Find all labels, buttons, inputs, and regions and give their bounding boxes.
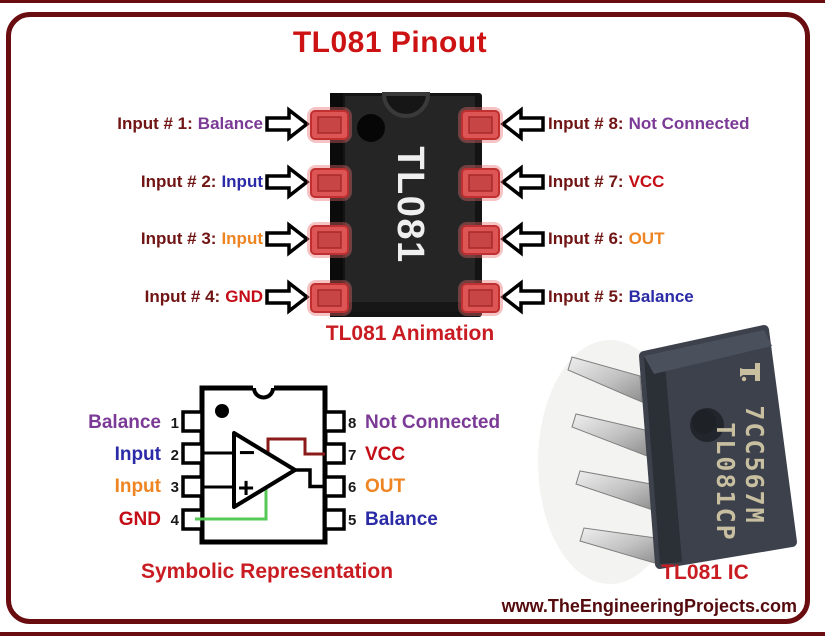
pin-number: 1 <box>171 415 179 432</box>
pin-box-1 <box>181 410 204 433</box>
pin-name: Input # 8: <box>548 114 624 133</box>
pin-name: Input # 4: <box>144 287 221 306</box>
pin-function: Input <box>221 229 263 248</box>
pin-function: Balance <box>197 114 263 133</box>
pin-function: OUT <box>365 476 406 497</box>
pin-function: Not Connected <box>365 412 500 433</box>
pin-function: Balance <box>365 509 438 530</box>
wire-gnd <box>195 488 268 521</box>
pin-number: 6 <box>348 479 356 496</box>
molding-dimple-inner <box>692 410 716 434</box>
pin-function: Balance <box>628 287 694 306</box>
ic-marking-line2: TL081CP <box>711 422 740 541</box>
arrow-right-icon <box>265 106 310 142</box>
website-url: www.TheEngineeringProjects.com <box>501 596 797 616</box>
arrow-left-icon <box>500 164 545 200</box>
pin-name: Input # 5: <box>548 287 624 306</box>
pin-name: Input # 2: <box>140 172 217 191</box>
ic-photo-body: 7CC567M TL081CP <box>639 325 797 569</box>
pin-function: VCC <box>628 172 665 191</box>
pin-name: Input # 1: <box>117 114 193 133</box>
pin-name: Input # 6: <box>548 229 624 248</box>
pin-function: GND <box>225 287 263 306</box>
pin-function: GND <box>119 509 161 530</box>
pin-name: Input # 3: <box>140 229 217 248</box>
opamp-triangle <box>232 431 297 509</box>
pin-function: OUT <box>628 229 665 248</box>
arrow-left-icon <box>500 106 545 142</box>
pin-box-3 <box>181 475 204 498</box>
pin-number: 7 <box>348 447 356 464</box>
pin-highlights <box>307 107 503 316</box>
pin-label-6: Input # 6:OUT <box>548 228 664 250</box>
pin-number: 4 <box>171 512 180 529</box>
pin-number: 3 <box>171 479 179 496</box>
ic-photo: 7CC567M TL081CP <box>538 325 797 584</box>
inverting-input-sign: − <box>239 437 255 468</box>
pin-function: Input <box>115 476 162 497</box>
pin-function: Input <box>221 172 263 191</box>
pin-box-5 <box>323 508 346 531</box>
arrow-right-icon <box>265 279 310 315</box>
pin-label-1: Input # 1:Balance <box>117 113 263 135</box>
pin-number: 2 <box>171 447 179 464</box>
pin-box-8 <box>323 410 346 433</box>
pin-label-4: Input # 4:GND <box>145 286 263 308</box>
pin-label-2: Input # 2:Input <box>141 171 263 193</box>
ti-logo-icon <box>740 363 760 382</box>
wire-vcc <box>266 437 325 456</box>
dip8-chip-graphic: TL081 <box>307 92 503 317</box>
ic-marking-line1: 7CC567M <box>740 405 769 524</box>
arrow-left-icon <box>500 221 545 257</box>
pin-label-5: Input # 5:Balance <box>548 286 694 308</box>
symbolic-schematic: − + 1 2 3 4 Balance Input Input GND 8 7 … <box>88 384 500 545</box>
bottom-edge-line <box>0 632 825 636</box>
arrow-right-icon <box>265 221 310 257</box>
pin-name: Input # 7: <box>548 172 624 191</box>
wire-out <box>295 468 325 489</box>
arrow-right-icon <box>265 164 310 200</box>
symbolic-caption: Symbolic Representation <box>140 560 394 583</box>
pin-number: 8 <box>348 415 356 432</box>
pin-box-6 <box>323 475 346 498</box>
pin-function: Input <box>115 444 162 465</box>
pin-function: VCC <box>365 444 405 465</box>
pin-box-2 <box>181 442 204 465</box>
ic-photo-pins <box>567 356 659 565</box>
pin-function: Balance <box>88 412 161 433</box>
pin1-notch <box>252 387 275 400</box>
pin-label-7: Input # 7:VCC <box>548 171 664 193</box>
pin-function: Not Connected <box>628 114 750 133</box>
chip-body: TL081 <box>330 92 482 317</box>
pin1-notch <box>381 92 431 118</box>
pin-label-8: Input # 8:Not Connected <box>548 113 749 135</box>
ic-photo-caption: TL081 IC <box>661 561 749 584</box>
pin-number: 5 <box>348 512 356 529</box>
arrow-left-icon <box>500 279 545 315</box>
pin-box-7 <box>323 442 346 465</box>
pin1-dot <box>357 114 385 142</box>
top-edge-line <box>0 0 825 3</box>
pin-label-3: Input # 3:Input <box>141 228 263 250</box>
animation-caption: TL081 Animation <box>325 322 495 345</box>
non-inverting-input-sign: + <box>238 472 254 503</box>
pin1-dot <box>215 404 229 418</box>
page-title: TL081 Pinout <box>292 26 488 59</box>
chip-label: TL081 <box>389 146 431 263</box>
